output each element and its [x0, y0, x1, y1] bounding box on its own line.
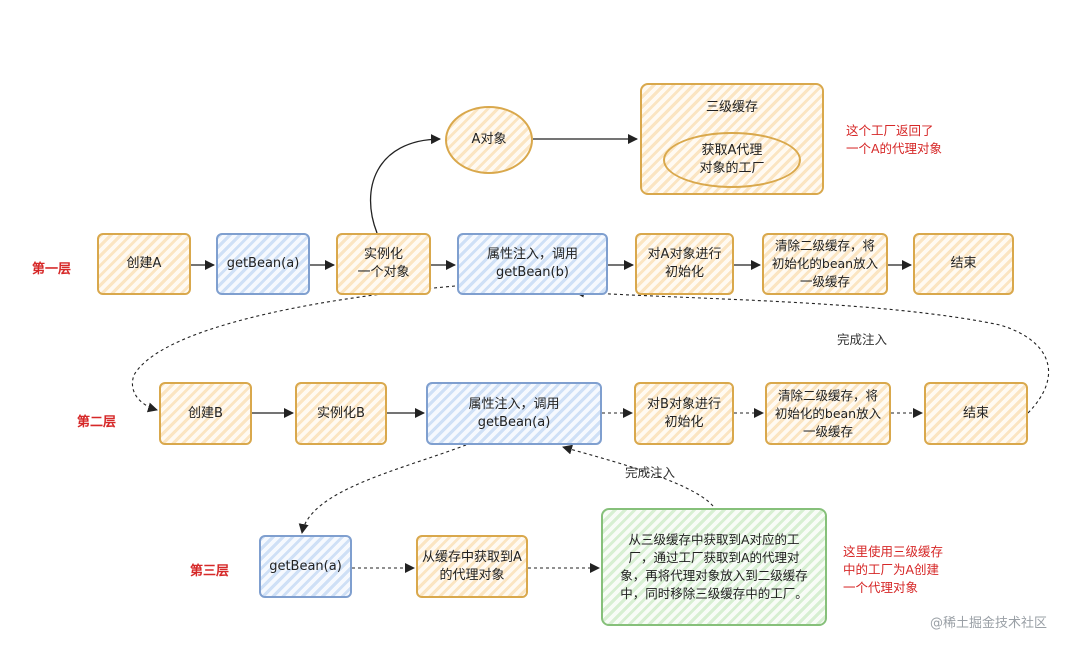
node-instantiate: 实例化 一个对象	[336, 233, 431, 295]
edge-instantiate-aobject	[369, 134, 441, 234]
note-factory-returns: 这个工厂返回了 一个A的代理对象	[846, 123, 943, 156]
node-init-b: 对B对象进行 初始化	[634, 382, 734, 445]
node-instantiate-b: 实例化B	[295, 382, 387, 445]
edge-label-complete-inject-2: 完成注入	[625, 465, 676, 480]
node-create-b: 创建B	[159, 382, 252, 445]
note-third-cache-usage: 这里使用三级缓存 中的工厂为A创建 一个代理对象	[843, 544, 944, 595]
edge-inject-createB	[132, 285, 456, 413]
layer-label-second: 第二层	[77, 415, 117, 430]
node-getbean-a-3: getBean(a)	[259, 535, 352, 598]
node-a-object: A对象	[445, 106, 533, 174]
edge-label-complete-inject-1: 完成注入	[837, 332, 888, 347]
node-get-proxy-factory: 获取A代理 对象的工厂	[663, 132, 801, 188]
node-inject-getbean-a: 属性注入，调用 getBean(a)	[426, 382, 602, 445]
node-clear-cache-1: 清除二级缓存，将 初始化的bean放入 一级缓存	[762, 233, 888, 295]
cache-title: 三级缓存	[705, 100, 758, 115]
node-inject-getbean-b: 属性注入，调用 getBean(b)	[457, 233, 608, 295]
node-getbean-a: getBean(a)	[216, 233, 310, 295]
node-clear-cache-2: 清除二级缓存，将 初始化的bean放入 一级缓存	[765, 382, 891, 445]
node-end-2: 结束	[924, 382, 1028, 445]
edge-factory-injectA	[562, 444, 714, 507]
node-create-a: 创建A	[97, 233, 191, 295]
layer-label-third: 第三层	[190, 564, 230, 579]
layer-label-first: 第一层	[32, 262, 72, 277]
edge-injectA-getBean3	[298, 444, 467, 534]
node-get-proxy-from-cache: 从缓存中获取到A 的代理对象	[416, 535, 528, 598]
node-init-a: 对A对象进行 初始化	[635, 233, 734, 295]
node-factory-description: 从三级缓存中获取到A对应的工 厂，通过工厂获取到A的代理对 象，再将代理对象放入…	[601, 508, 827, 626]
watermark: @稀土掘金技术社区	[930, 616, 1048, 631]
node-end-1: 结束	[913, 233, 1014, 295]
edge-end2-inject	[574, 287, 1049, 414]
